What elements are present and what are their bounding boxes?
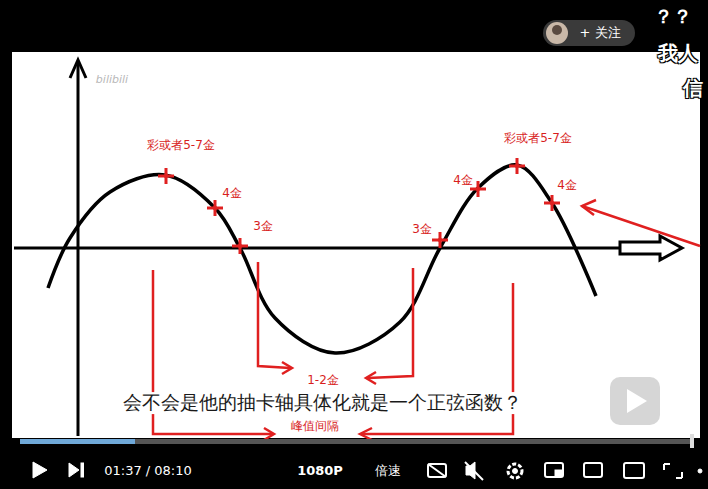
settings-core <box>513 469 518 474</box>
controls <box>33 462 702 480</box>
cross-mark-line <box>158 168 174 184</box>
bracket-head <box>360 428 372 440</box>
gold-label: 3金 <box>412 223 432 237</box>
y-axis-arrow <box>70 60 86 78</box>
gold-label: 4金 <box>557 179 577 193</box>
overlay-text: ？？ <box>654 6 692 28</box>
next-bar <box>81 463 84 477</box>
cross-mark-line <box>432 232 448 248</box>
gold-label: 4金 <box>453 174 473 188</box>
cross-mark-line <box>509 158 525 174</box>
subtitle: 会不会是他的抽卡轴具体化就是一个正弦函数？ <box>120 392 525 414</box>
x-axis <box>14 247 620 250</box>
speed-button: 倍速 <box>375 464 401 479</box>
bracket-head <box>264 428 274 440</box>
trough-bracket-left <box>258 262 290 368</box>
danmaku-off <box>428 464 446 477</box>
gold-label: 彩或者5-7金 <box>147 139 215 153</box>
more-icon <box>698 469 702 473</box>
pip-icon <box>545 463 563 477</box>
cross-mark-line <box>207 200 223 216</box>
cross-mark-line <box>544 195 560 211</box>
quality-button: 1080P <box>297 464 343 479</box>
cross-mark <box>207 200 223 216</box>
overlay-text: 信 <box>683 77 703 100</box>
cross-mark <box>232 238 248 254</box>
pointer-arrow-head <box>582 200 596 215</box>
cross-mark <box>158 168 174 184</box>
bracket-head <box>282 362 292 374</box>
play-icon <box>33 462 47 478</box>
cross-mark-line <box>232 238 248 254</box>
follow-button: + 关注 <box>579 26 620 41</box>
trough-bracket-right <box>368 268 413 378</box>
cross-mark <box>432 232 448 248</box>
fullscreen-icon <box>664 464 682 478</box>
gold-label: 3金 <box>253 220 273 234</box>
danmaku-icon <box>428 464 446 477</box>
play-overlay-icon <box>627 389 647 413</box>
time-display: 01:37 / 08:10 <box>104 464 192 479</box>
marks-layer <box>158 158 560 254</box>
cross-mark-dot <box>237 243 243 249</box>
gold-label: 彩或者5-7金 <box>504 132 572 146</box>
avatar-face <box>552 25 562 35</box>
cross-mark-dot <box>163 173 169 179</box>
cross-mark <box>509 158 525 174</box>
pointer-arrow <box>582 206 700 246</box>
avatar <box>546 22 568 44</box>
watermark: bilibili <box>96 74 128 87</box>
interval-label: 峰值间隔 <box>289 420 341 434</box>
overlay-text: 我人 <box>658 42 698 65</box>
progress-track <box>20 439 692 444</box>
cross-mark-dot <box>475 186 481 192</box>
cross-mark <box>544 195 560 211</box>
cross-mark-dot <box>212 205 218 211</box>
gold-label: 4金 <box>222 187 242 201</box>
follow-pill <box>543 20 635 46</box>
settings-icon <box>508 464 522 478</box>
bracket-head <box>366 372 376 384</box>
cross-mark-dot <box>549 200 555 206</box>
webfull-icon <box>624 463 644 478</box>
y-axis <box>77 62 80 436</box>
volume-off <box>465 462 483 480</box>
next-icon <box>69 463 79 477</box>
range-label: 1-2金 <box>307 374 339 388</box>
progress-end <box>690 434 694 448</box>
play-overlay <box>610 377 660 425</box>
cross-mark-dot <box>437 237 443 243</box>
widescreen-icon <box>584 463 602 477</box>
cross-mark-dot <box>514 163 520 169</box>
drawing-area <box>12 52 700 438</box>
x-axis-arrow <box>620 236 682 260</box>
progress-played <box>20 439 135 444</box>
pip-inner <box>555 470 562 476</box>
